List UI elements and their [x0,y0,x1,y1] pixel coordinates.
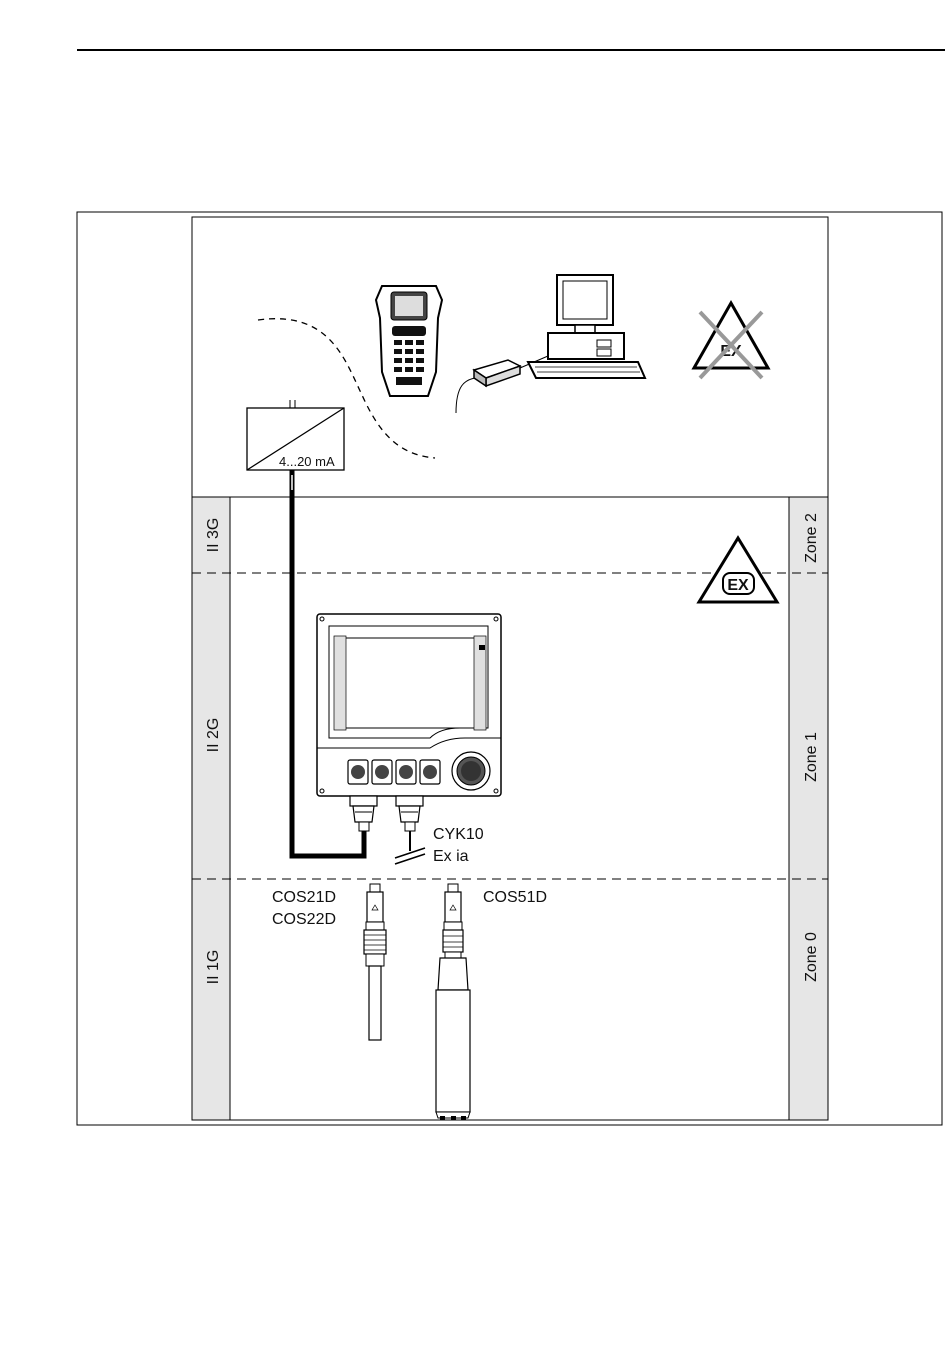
zone-label-2: Zone 2 [803,513,820,563]
cable-name-label: CYK10 [433,826,484,843]
liquiline-controller [317,614,501,796]
category-label-3g: II 3G [205,518,222,553]
left-category-strip [192,497,230,1120]
right-zone-strip [789,497,828,1120]
cable-gland-right [396,796,423,831]
sensor-label-cos51d: COS51D [483,889,547,906]
current-output-transmitter: 4...20 mA [247,400,344,470]
cable-gland-left [350,796,377,831]
handheld-terminal-icon [376,286,442,396]
category-label-2g: II 2G [205,718,222,753]
modem-icon [474,360,520,386]
crossed-ex-warning-icon: EX [694,303,768,378]
sensor-cos21d-cos22d [364,884,386,1040]
sensor-label-cos21d: COS21D [272,889,336,906]
zone-label-1: Zone 1 [803,732,820,782]
category-label-1g: II 1G [205,950,222,985]
ex-warning-icon: EX [699,538,777,602]
cable-protection-label: Ex ia [433,848,469,865]
sensor-cos51d [436,884,470,1120]
current-output-label: 4...20 mA [279,454,335,469]
controller-display [345,638,475,728]
modem-cable [456,378,475,413]
ex-text: EX [727,577,749,594]
sensor-label-cos22d: COS22D [272,911,336,928]
computer-icon [528,275,645,378]
zone-label-0: Zone 0 [803,932,820,982]
cable-break-mark-2 [395,854,425,864]
